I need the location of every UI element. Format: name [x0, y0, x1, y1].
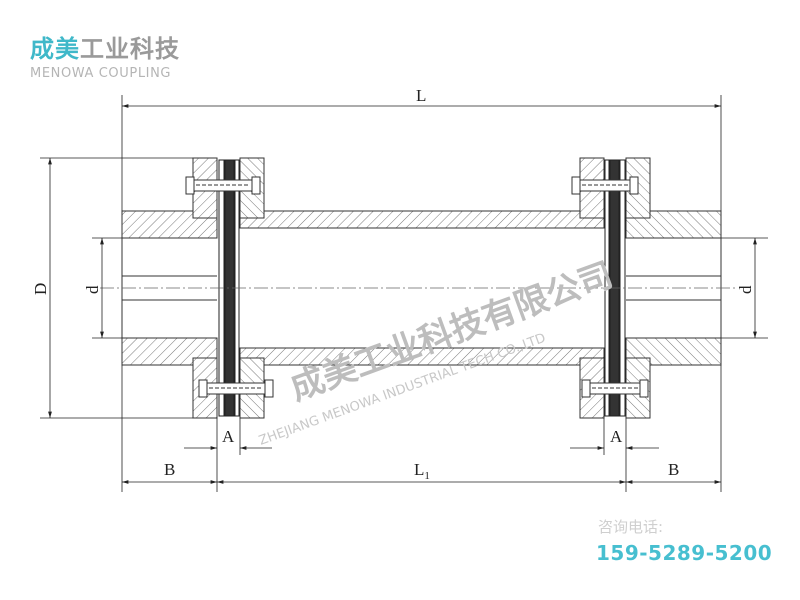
dimension-labels: L D d d A A B B L1 — [31, 86, 755, 482]
dim-d-right: d — [736, 285, 755, 294]
dim-A-right: A — [610, 427, 623, 446]
contact-phone: 159-5289-5200 — [596, 541, 773, 565]
bolt-bottom-right — [581, 379, 649, 398]
dim-B-right: B — [668, 460, 679, 479]
bolt-top-left — [185, 176, 261, 195]
contact-label: 咨询电话: — [598, 518, 664, 536]
logo-cn-part1: 成美 — [30, 35, 80, 63]
dim-D: D — [31, 283, 50, 295]
dim-L: L — [416, 86, 426, 105]
bolt-top-right — [571, 176, 639, 195]
brand-logo: 成美工业科技 — [30, 36, 180, 62]
svg-text:成美工业科技有限公司: 成美工业科技有限公司 — [285, 255, 618, 409]
dimension-lines — [40, 95, 768, 492]
dim-d-left: d — [83, 285, 102, 294]
logo-cn-part2: 工业科技 — [80, 35, 180, 63]
dim-B-left: B — [164, 460, 175, 479]
logo-en: MENOWA COUPLING — [30, 66, 172, 81]
dim-L1: L1 — [414, 460, 430, 482]
bolt-bottom-left — [198, 379, 274, 398]
dim-A-left: A — [222, 427, 235, 446]
